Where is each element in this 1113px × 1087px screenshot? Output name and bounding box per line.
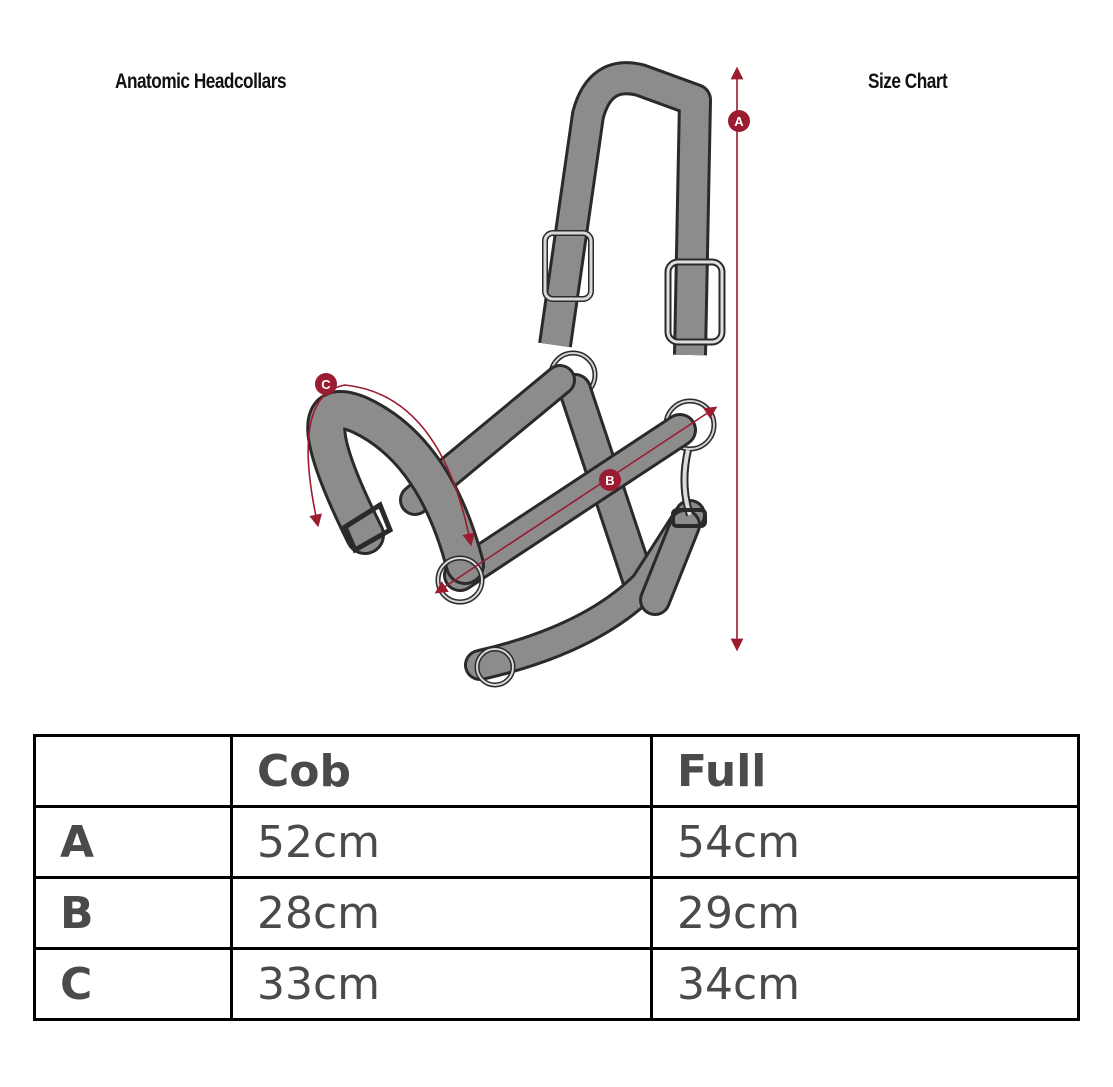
measure-line-b <box>434 406 718 594</box>
table-row: B 28cm 29cm <box>33 876 1080 950</box>
measure-line-c <box>307 384 475 547</box>
svg-text:C: C <box>321 377 331 392</box>
table-row: C 33cm 34cm <box>33 947 1080 1021</box>
svg-text:A: A <box>734 114 744 129</box>
cell-c-full: 34cm <box>650 947 1080 1021</box>
row-label-a: A <box>33 805 233 879</box>
marker-a: A <box>728 110 750 132</box>
marker-c: C <box>315 373 337 395</box>
crown-strap <box>538 61 712 356</box>
cell-a-cob: 52cm <box>230 805 653 879</box>
headcollar-diagram: A B C <box>306 61 750 688</box>
caption-anatomic-headcollars: Anatomic Headcollars <box>115 70 287 93</box>
noseband <box>306 390 485 585</box>
cell-b-full: 29cm <box>650 876 1080 950</box>
cell-c-cob: 33cm <box>230 947 653 1021</box>
row-label-c: C <box>33 947 233 1021</box>
table-header-cob: Cob <box>230 734 653 808</box>
size-chart-table: Cob Full A 52cm 54cm B 28cm 29cm C 33cm … <box>33 734 1080 1021</box>
svg-text:B: B <box>605 473 614 488</box>
table-header-full: Full <box>650 734 1080 808</box>
marker-b: B <box>599 469 621 491</box>
caption-size-chart: Size Chart <box>868 70 948 93</box>
table-header-empty <box>33 734 233 808</box>
table-header-row: Cob Full <box>33 734 1080 808</box>
row-label-b: B <box>33 876 233 950</box>
table-row: A 52cm 54cm <box>33 805 1080 879</box>
right-buckle <box>664 258 726 346</box>
left-buckle <box>542 230 594 302</box>
cell-b-cob: 28cm <box>230 876 653 950</box>
cell-a-full: 54cm <box>650 805 1080 879</box>
